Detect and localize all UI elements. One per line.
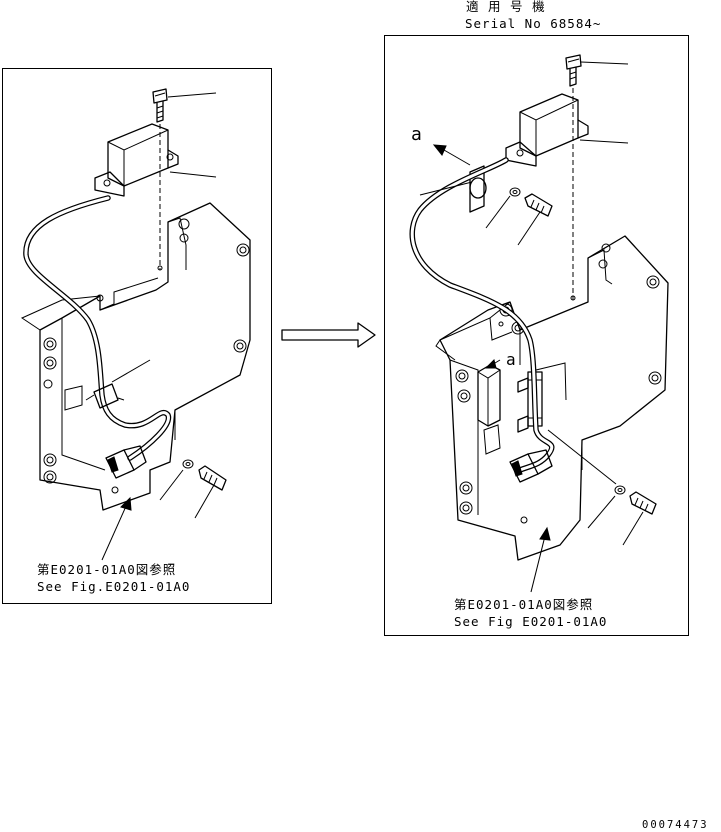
- view-label-a: a: [411, 124, 423, 145]
- left-connector: [105, 445, 147, 479]
- left-plate-bolts: [43, 218, 250, 494]
- transition-arrow: [281, 322, 376, 348]
- applicable-serial-jp: 適 用 号 機: [466, 0, 546, 14]
- right-figure-reference-en: See Fig E0201-01A0: [454, 614, 608, 629]
- right-connector: [509, 449, 553, 483]
- right-wire-bracket: [469, 165, 487, 213]
- right-wire-clip: [517, 371, 543, 433]
- right-figure-reference-jp: 第E0201-01A0図参照: [454, 597, 594, 612]
- right-plate-bolts: [455, 243, 662, 524]
- right-upper-washer-bolt: [509, 187, 553, 217]
- left-figure-reference-en: See Fig.E0201-01A0: [37, 579, 191, 594]
- left-washer-bolt: [182, 459, 227, 491]
- right-top-bolt: [565, 54, 582, 87]
- left-bracket-plate: [39, 202, 251, 511]
- right-bracket-plate: [439, 235, 669, 561]
- left-diagram-frame: [2, 68, 272, 604]
- left-sensor-block: [94, 123, 179, 197]
- left-top-bolt: [152, 88, 168, 123]
- drawing-number: 00074473: [642, 819, 709, 831]
- serial-number-label: Serial No 68584~: [465, 16, 602, 31]
- left-leader-lines: [111, 92, 217, 519]
- right-sensor-block: [505, 93, 589, 167]
- right-diagram-frame: [384, 35, 689, 636]
- left-assembly: [20, 88, 251, 561]
- right-assembly: [409, 54, 669, 593]
- right-leader-lines: [419, 61, 644, 546]
- left-figure-reference-jp: 第E0201-01A0図参照: [37, 562, 177, 577]
- view-label-a-small: a: [506, 350, 517, 369]
- right-relay-box: [477, 364, 501, 427]
- right-lower-washer-bolt: [614, 485, 657, 515]
